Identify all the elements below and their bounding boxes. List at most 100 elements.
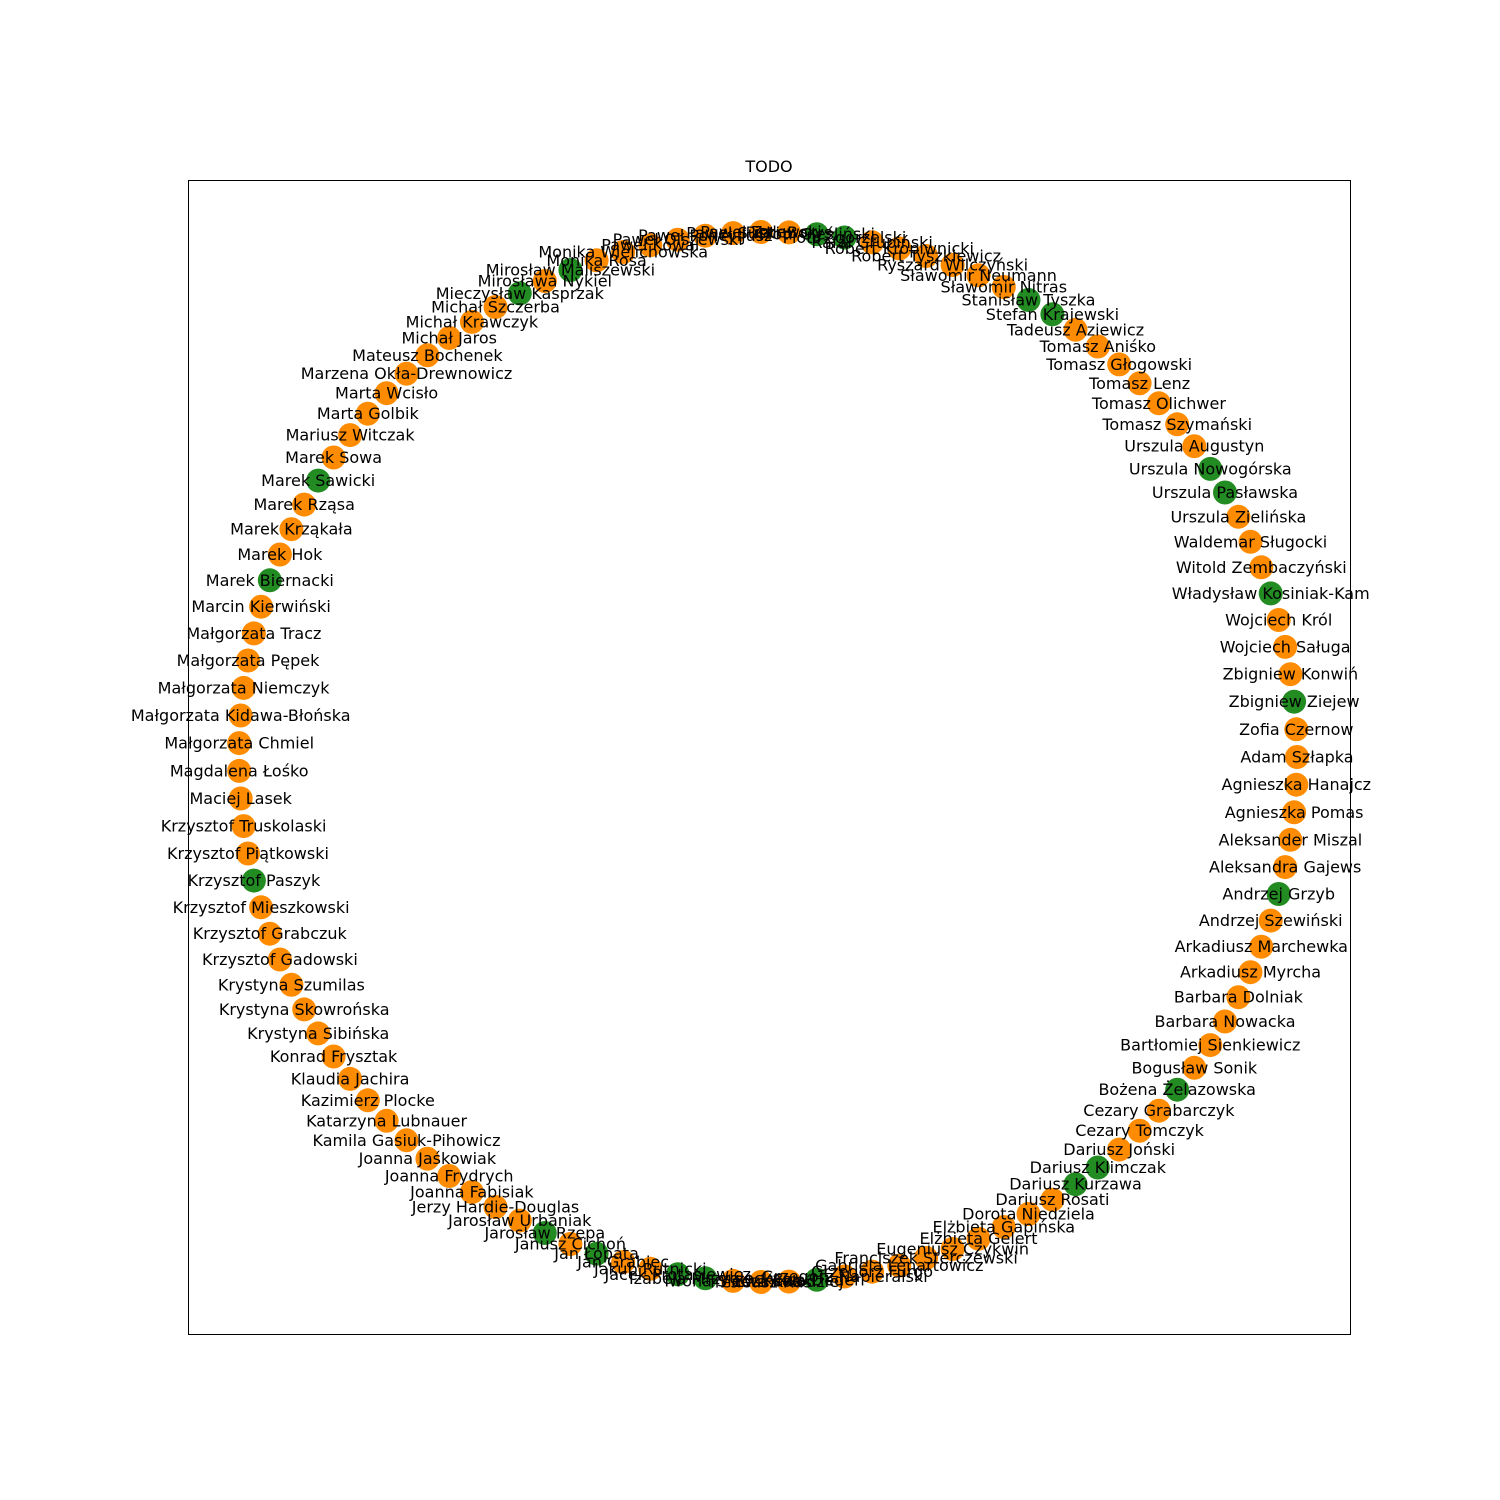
node-label: Ryszard Wilczyński [877, 256, 1028, 275]
node-label: Janusz Cichoń [514, 1235, 626, 1254]
node-label: Krzysztof Grabczuk [193, 924, 348, 943]
node-w-adys-aw-kosiniak-kam [1258, 581, 1283, 606]
node-marcin-kierwinski [249, 594, 274, 619]
node-label: Paweł Olszewski [613, 230, 743, 249]
node-jakub-rutnicki [638, 1256, 663, 1281]
node-label: Klaudia Jachira [291, 1069, 410, 1088]
node-ma-gorzata-chmiel [227, 731, 252, 756]
node-label: Małgorzata Pępek [177, 651, 321, 670]
node-label: Agnieszka Pomas [1225, 803, 1364, 822]
node-rafa-grupinski [860, 230, 885, 255]
node-elzbieta-gelert [966, 1226, 991, 1251]
node-andrzej-szewinski [1258, 908, 1283, 933]
node-eugeniusz-czykwin [940, 1237, 965, 1261]
node-label: Iwona Śledzińska [664, 1271, 801, 1290]
node-label: Joanna Fabisiak [409, 1183, 534, 1202]
node-label: Władysław Kosiniak-Kam [1172, 584, 1370, 603]
node-ma-gorzata-kidawa-b-onska [228, 703, 253, 728]
node-label: Izabela Mrzygłocka [629, 1269, 782, 1288]
node-label: Ewa Kołodziej [734, 1272, 843, 1291]
node-label: Bartłomiej Sienkiewicz [1120, 1036, 1300, 1055]
node-barbara-nowacka [1213, 1009, 1237, 1034]
node-arkadiusz-marchewka [1249, 934, 1274, 959]
node-marek-hok [267, 542, 292, 567]
node-label: Waldemar Sługocki [1174, 532, 1327, 551]
node-izabela-mrzyg-ocka [693, 1266, 718, 1291]
node-label: Cezary Grabarczyk [1083, 1101, 1235, 1120]
node-label: Stefan Krajewski [986, 305, 1119, 324]
nodes-layer [227, 220, 1309, 1294]
node-label: Tomasz Aniśko [1039, 337, 1156, 356]
node-tadeusz-aziewicz [1063, 317, 1088, 342]
node-piotr-zgorzelski [832, 225, 857, 250]
node-witold-zembaczynski [1249, 555, 1274, 580]
node-marek-rzasa [292, 492, 317, 517]
node-label: Jarosław Rzepa [483, 1224, 605, 1243]
node-micha-szczerba [483, 295, 508, 319]
node-label: Grzegorz Furgo [811, 1262, 933, 1281]
node-ryszard-wilczynski [940, 253, 965, 277]
node-label: Zbigniew Ziejew [1229, 692, 1360, 711]
node-zofia-czernow [1284, 717, 1309, 742]
node-label: Marta Wcisło [335, 384, 438, 403]
node-label: Sławomir Neumann [900, 266, 1057, 285]
node-ewa-lieder [804, 1267, 829, 1292]
node-tomasz-olichwer [1146, 391, 1171, 416]
node-iwona-sledzinska [721, 1268, 746, 1293]
node-grzegorz-furgo [860, 1259, 885, 1284]
node-wojciech-krol [1266, 608, 1291, 632]
node-label: Dariusz Rosati [995, 1190, 1109, 1209]
node-urszula-nowogorska [1198, 456, 1223, 481]
node-label: Rafał Grupiński [811, 233, 933, 252]
node-label: Jan Grabiec [576, 1253, 669, 1272]
node-label: Krzysztof Mieszkowski [173, 898, 350, 917]
node-klaudia-jachira [338, 1066, 363, 1091]
node-label: Stanisław Tyszka [962, 291, 1096, 310]
node-label: Tomasz Głogowski [1045, 355, 1192, 374]
node-label: Jacek Protasiewicz [604, 1265, 751, 1284]
node-dorota-niedziela [1016, 1202, 1041, 1226]
node-dariusz-rosati [1040, 1187, 1065, 1212]
node-label: Joanna Frydrych [384, 1167, 514, 1186]
node-label: Piotr Cieśliński [759, 225, 875, 244]
node-ma-gorzata-pepek [236, 648, 260, 673]
node-jerzy-hardie-douglas [483, 1195, 508, 1219]
node-label: Monika Rosa [546, 251, 646, 270]
node-zbigniew-ziejew [1282, 689, 1307, 714]
node-label: Gabriela Lenartowicz [815, 1256, 983, 1275]
node-maciej-lasek [228, 786, 253, 811]
node-label: Sławomir Nitras [941, 278, 1067, 297]
node-label: Paweł Poncyljusz [638, 226, 772, 245]
node-joanna-frydrych [437, 1164, 462, 1188]
node-micha-jaros [437, 326, 462, 350]
node-jacek-protasiewicz [665, 1262, 690, 1287]
node-label: Tadeusz Aziewicz [1006, 320, 1144, 339]
node-label: Dariusz Klimczak [1030, 1158, 1167, 1177]
node-stefan-krajewski [1040, 302, 1065, 327]
node-label: Marek Sowa [285, 448, 382, 467]
node-label: Kamila Gasiuk-Pihowicz [313, 1131, 501, 1150]
node-pawe-olszewski [665, 227, 690, 252]
node-aleksandra-gajews [1273, 855, 1298, 880]
node-label: Paweł Suski [686, 224, 780, 243]
node-adam-sz-apka [1285, 745, 1309, 769]
node-stanis-aw-tyszka [1016, 288, 1041, 312]
node-label: Michał Jaros [401, 329, 497, 348]
node-krzysztof-paszyk [241, 868, 266, 893]
node-mieczys-aw-kasprzak [507, 281, 532, 306]
node-label: Urszula Nowogórska [1129, 459, 1292, 478]
node-aleksander-miszal [1278, 827, 1303, 852]
node-label: Michał Szczerba [431, 298, 560, 317]
node-label: Marcin Kierwiński [191, 597, 330, 616]
node-label: Krystyna Skowrońska [219, 1000, 390, 1019]
node-micha-krawczyk [459, 309, 484, 334]
node-marek-sawicki [306, 468, 331, 493]
node-label: Bogusław Sonik [1131, 1058, 1257, 1077]
node-monika-wielichowska [611, 240, 636, 264]
node-s-awomir-neumann [966, 263, 991, 288]
node-label: Konrad Frysztak [270, 1047, 398, 1066]
node-wojciech-sa-uga [1273, 634, 1298, 659]
